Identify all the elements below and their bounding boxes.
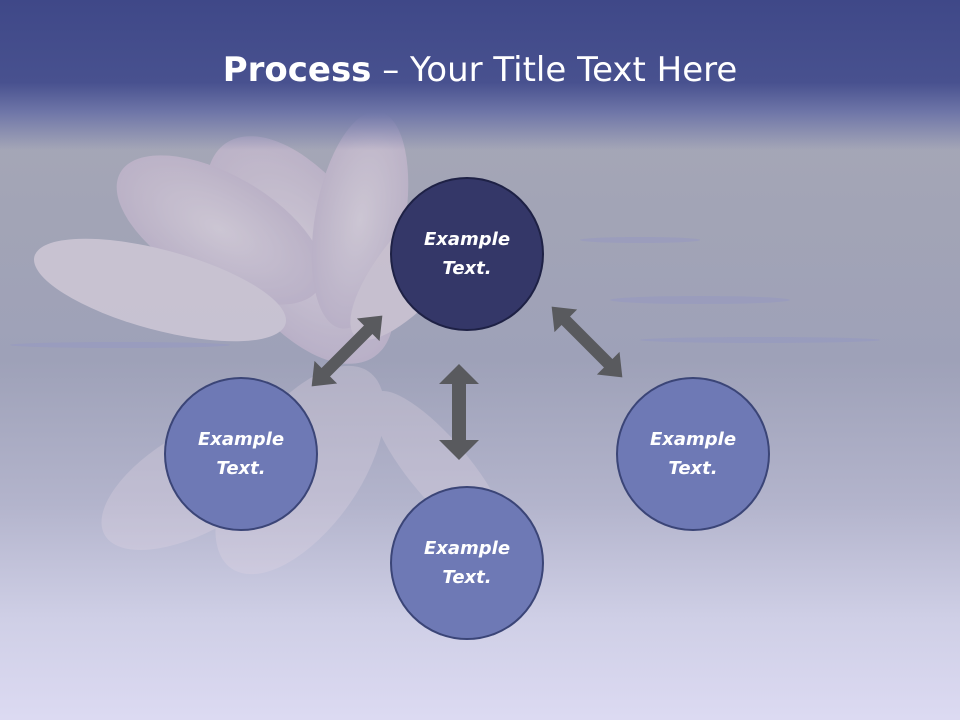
node-left-line2: Text. [216,458,266,479]
arrow-center-to-right [551,306,623,378]
node-center-line2: Text. [442,258,492,279]
node-right-line1: Example [649,429,737,450]
arrow-center-to-bottom [439,364,479,460]
title-bold: Process [222,50,372,90]
slide-title: Process – Your Title Text Here [0,50,960,90]
node-center: Example Text. [390,177,544,331]
node-right: Example Text. [616,377,770,531]
arrow-center-to-left [311,315,383,387]
node-center-line1: Example [423,229,511,250]
node-bottom-line2: Text. [442,567,492,588]
node-left: Example Text. [164,377,318,531]
title-rest: – Your Title Text Here [371,50,738,90]
node-bottom: Example Text. [390,486,544,640]
node-right-line2: Text. [668,458,718,479]
node-bottom-line1: Example [423,538,511,559]
node-left-line1: Example [197,429,285,450]
title-bar [0,0,960,150]
